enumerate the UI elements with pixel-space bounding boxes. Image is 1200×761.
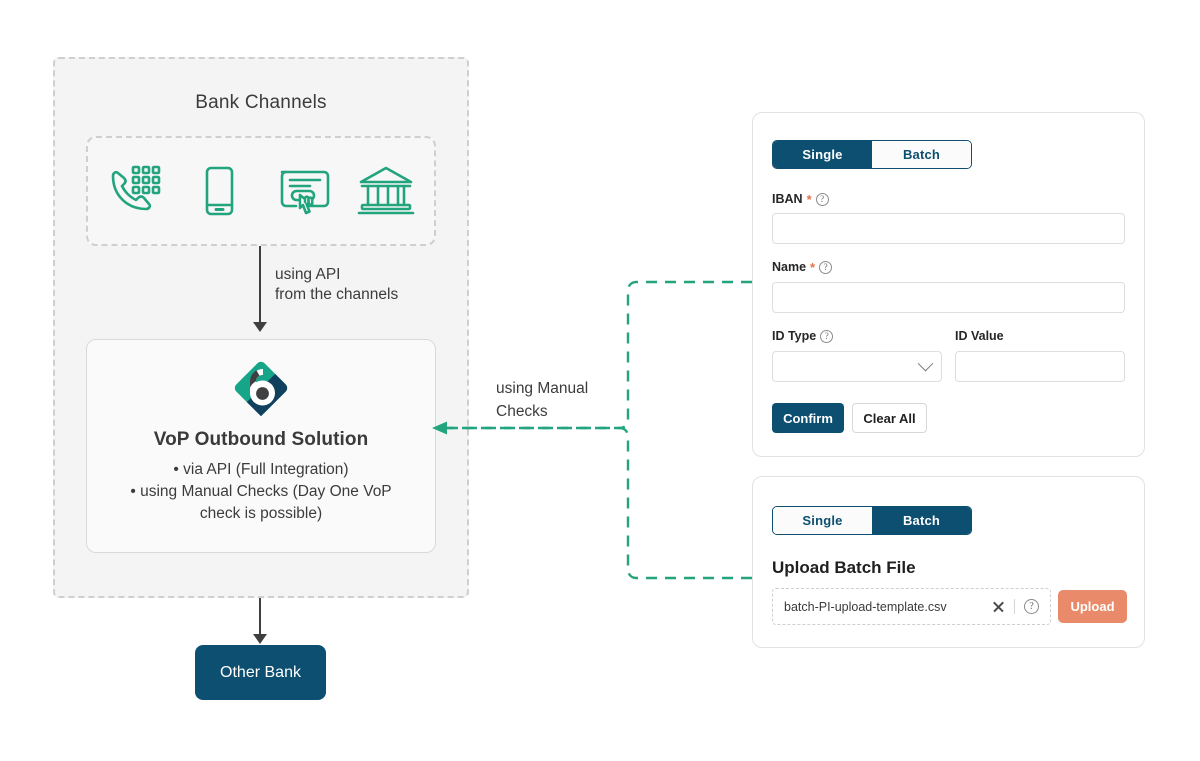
name-help-icon[interactable]: ? bbox=[819, 260, 833, 274]
api-connector-label: using API from the channels bbox=[275, 266, 399, 303]
other-bank-connector-line bbox=[259, 598, 261, 636]
id-value-input[interactable] bbox=[955, 351, 1125, 382]
tab-batch[interactable]: Batch bbox=[872, 141, 971, 168]
vop-bullet-0: • via API (Full Integration) bbox=[173, 461, 349, 478]
id-type-select[interactable] bbox=[772, 351, 942, 382]
iban-required-marker: * bbox=[806, 191, 812, 207]
tab-batch-batch-panel[interactable]: Batch bbox=[872, 507, 971, 534]
id-value-label: ID Value bbox=[955, 329, 1004, 343]
tab-single[interactable]: Single bbox=[773, 141, 872, 168]
mobile-phone-icon bbox=[188, 160, 250, 222]
id-type-help-icon[interactable]: ? bbox=[820, 329, 834, 343]
vop-bullet-1: • using Manual Checks (Day One VoP bbox=[130, 483, 392, 500]
file-name-label: batch-PI-upload-template.csv bbox=[784, 599, 947, 614]
brand-logo-icon bbox=[229, 356, 293, 420]
iban-label: IBAN * ? bbox=[772, 192, 829, 206]
tab-single-batch-panel[interactable]: Single bbox=[773, 507, 872, 534]
manual-checks-label: using Manual Checks bbox=[496, 380, 589, 420]
name-label-text: Name bbox=[772, 260, 807, 274]
api-connector-line bbox=[259, 246, 261, 324]
web-click-icon bbox=[272, 160, 334, 222]
name-input[interactable] bbox=[772, 282, 1125, 313]
channel-icons-row bbox=[86, 136, 436, 246]
clear-all-button[interactable]: Clear All bbox=[852, 403, 927, 433]
iban-help-icon[interactable]: ? bbox=[815, 192, 829, 206]
id-value-label-text: ID Value bbox=[955, 329, 1004, 343]
bank-channels-title: Bank Channels bbox=[195, 92, 327, 113]
mode-toggle-batch-panel[interactable]: Single Batch bbox=[772, 506, 972, 535]
upload-help-icon[interactable]: ? bbox=[1024, 599, 1039, 614]
file-chip[interactable]: batch-PI-upload-template.csv ? bbox=[772, 588, 1051, 625]
bank-building-icon bbox=[355, 160, 417, 222]
other-bank-box: Other Bank bbox=[195, 645, 326, 700]
upload-batch-file-title: Upload Batch File bbox=[772, 558, 916, 577]
vop-bullet-list: • via API (Full Integration) • using Man… bbox=[96, 459, 426, 525]
iban-label-text: IBAN bbox=[772, 192, 803, 206]
mode-toggle-single-panel[interactable]: Single Batch bbox=[772, 140, 972, 169]
chip-divider bbox=[1014, 599, 1015, 614]
close-icon[interactable] bbox=[992, 600, 1005, 613]
manual-checks-connector bbox=[432, 280, 752, 580]
vop-outbound-solution-box: VoP Outbound Solution • via API (Full In… bbox=[86, 339, 436, 553]
iban-input[interactable] bbox=[772, 213, 1125, 244]
id-type-label: ID Type ? bbox=[772, 329, 834, 343]
name-label: Name * ? bbox=[772, 259, 833, 275]
upload-button[interactable]: Upload bbox=[1058, 590, 1127, 623]
vop-bullet-2: check is possible) bbox=[199, 505, 323, 522]
name-required-marker: * bbox=[810, 259, 816, 275]
chevron-down-icon bbox=[917, 355, 934, 372]
phone-keypad-icon bbox=[105, 160, 167, 222]
other-bank-connector-arrow bbox=[253, 634, 267, 644]
api-connector-arrow bbox=[253, 322, 267, 332]
vop-title: VoP Outbound Solution bbox=[153, 429, 369, 450]
id-type-label-text: ID Type bbox=[772, 329, 817, 343]
confirm-button[interactable]: Confirm bbox=[772, 403, 844, 433]
